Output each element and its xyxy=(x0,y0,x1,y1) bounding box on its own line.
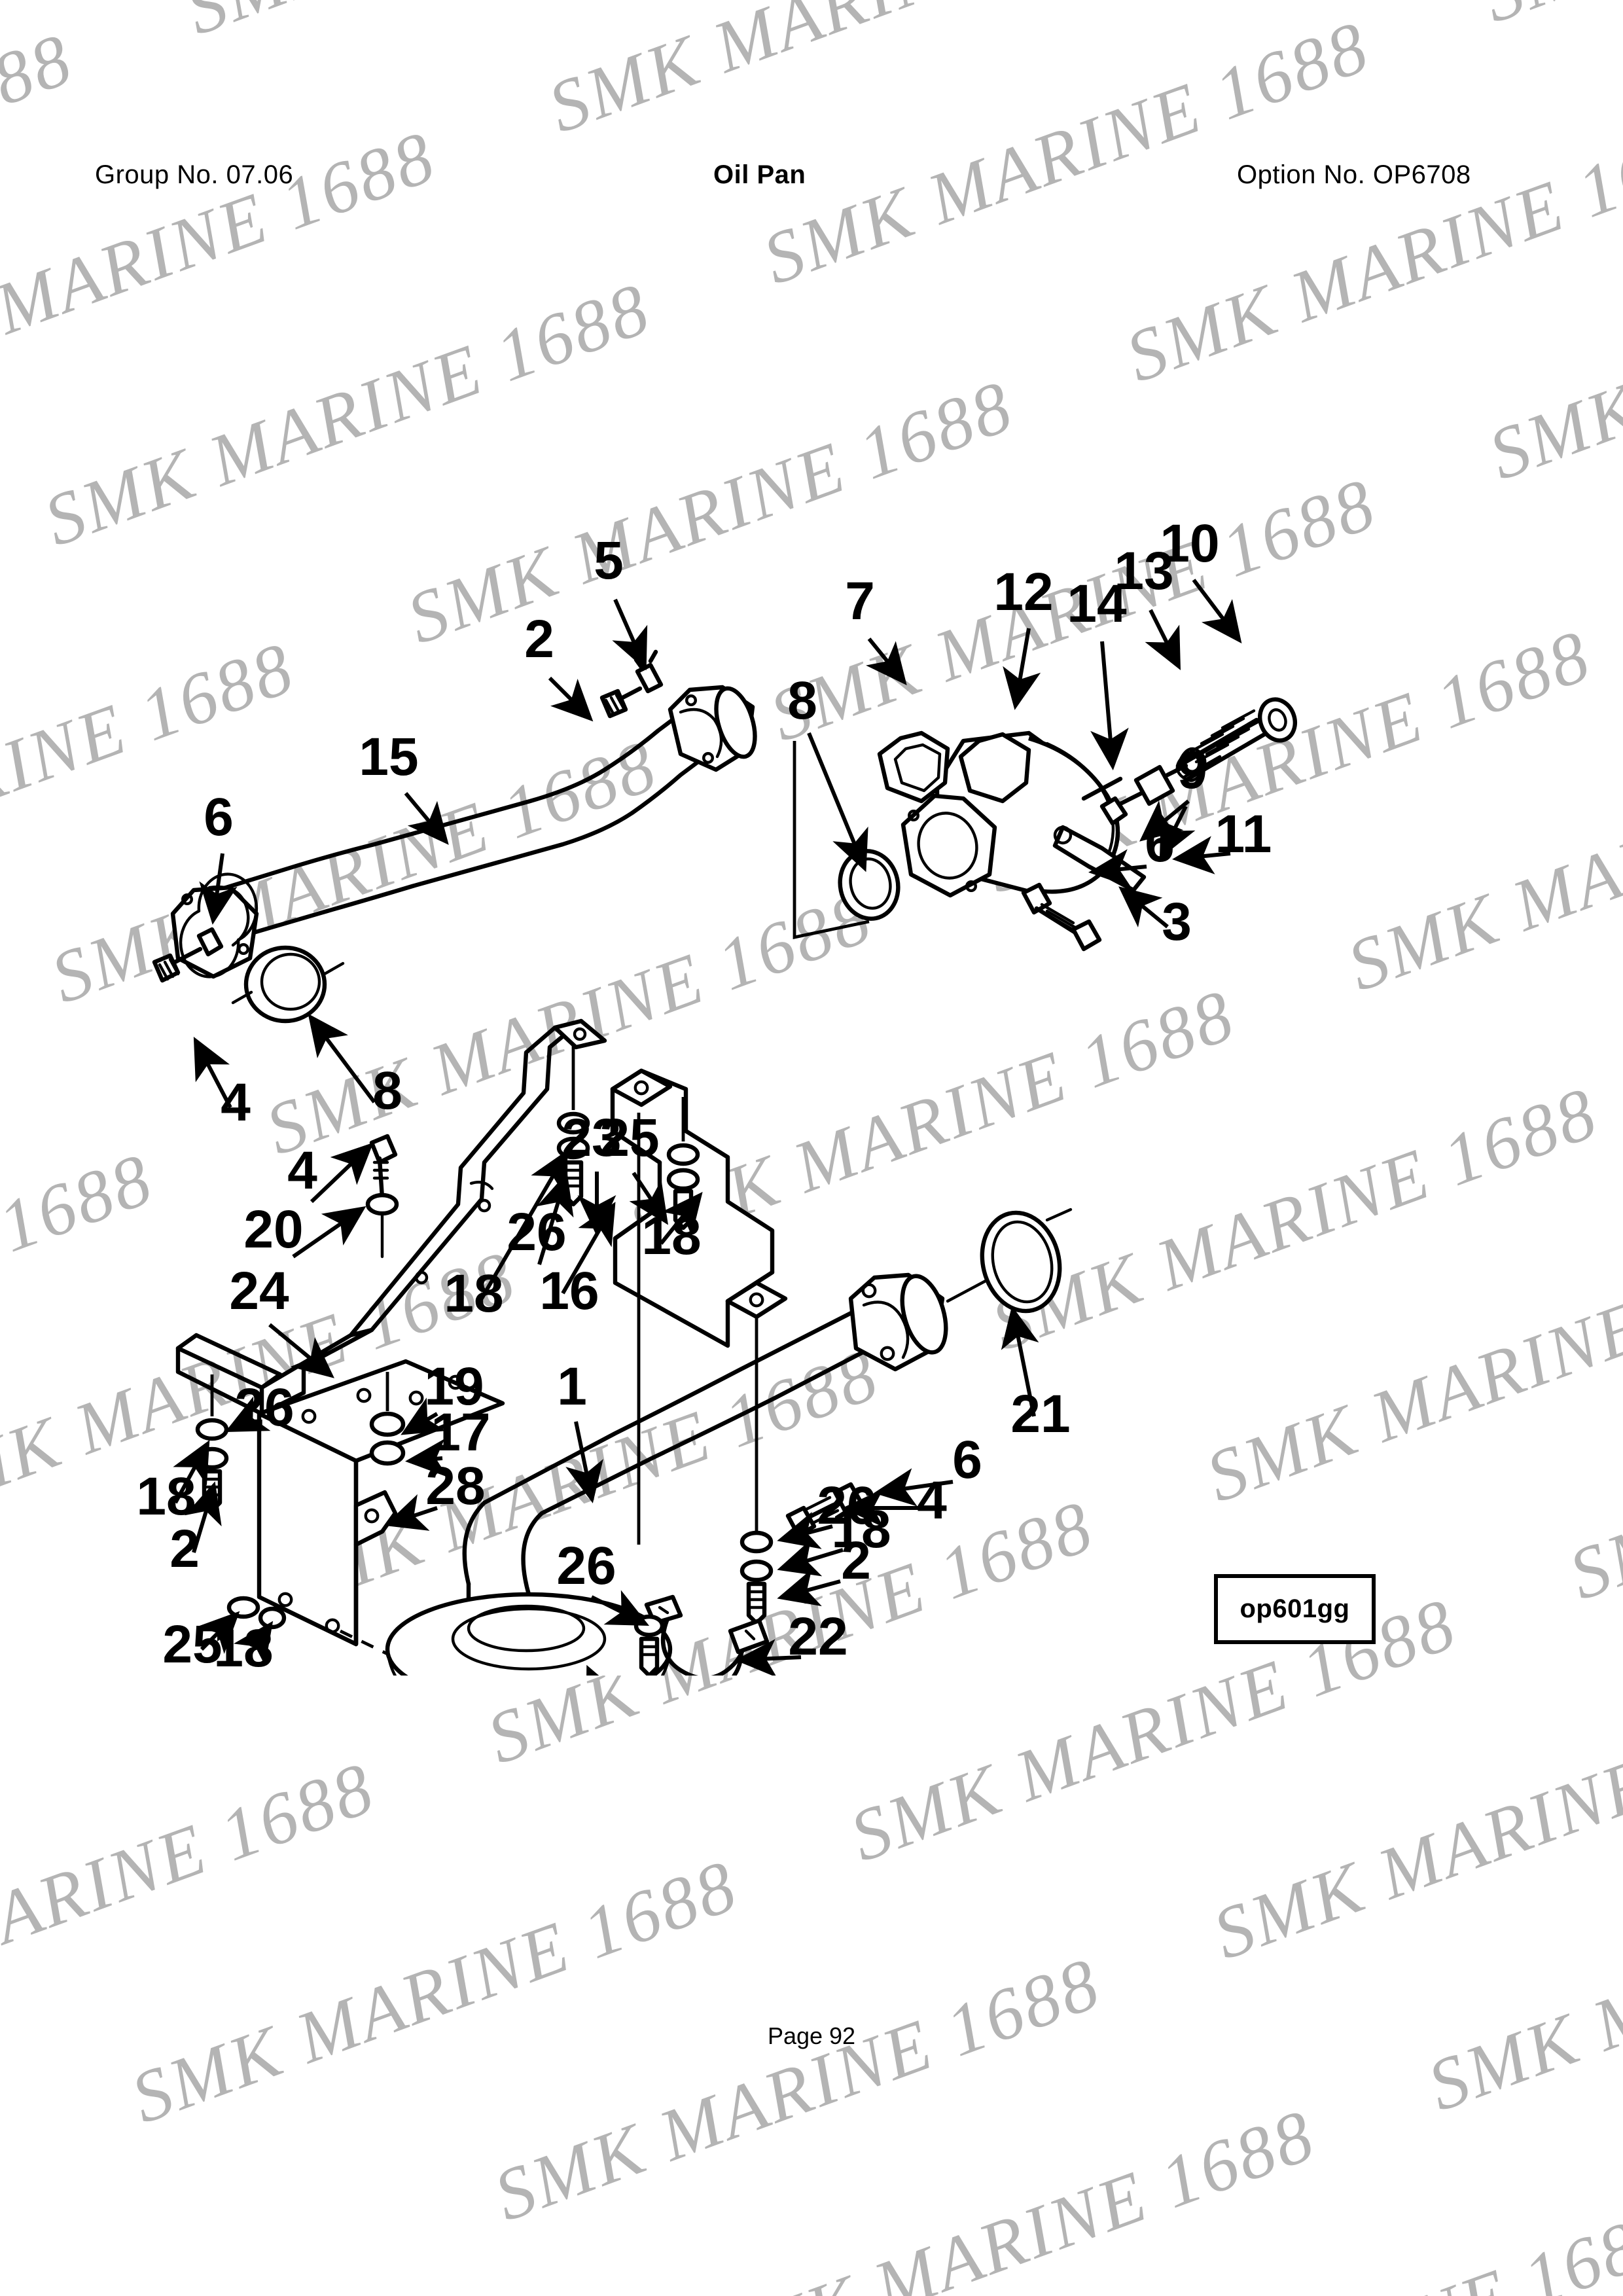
callout-number: 24 xyxy=(229,1261,289,1321)
callout-number: 22 xyxy=(788,1607,847,1666)
callout-number: 9 xyxy=(1177,740,1207,800)
callout-number: 25 xyxy=(162,1615,222,1674)
page-header: Group No. 07.06 Oil Pan Option No. OP670… xyxy=(0,160,1623,206)
callout-number: 26 xyxy=(556,1536,616,1596)
part-gasket-pump-top xyxy=(877,730,950,804)
callout-number: 10 xyxy=(1160,514,1219,573)
drawing-code-box: op601gg xyxy=(1214,1574,1376,1644)
leader-gasket-8b xyxy=(793,741,870,939)
callout-leaders xyxy=(173,579,1242,1676)
watermark-row: SMK MARINE 1688 SMK MARINE 1688 SMK MARI… xyxy=(105,2043,1623,2296)
callout-number: 26 xyxy=(817,1476,876,1535)
watermark-text: SMK MARINE 1688 xyxy=(0,2293,630,2296)
part-bolt-upper-left xyxy=(152,927,224,983)
group-number-label: Group No. 07.06 xyxy=(95,160,294,189)
exploded-parts-diagram: 2515648712141310896113420242618162325182… xyxy=(136,514,1297,1676)
part-bolt-pump xyxy=(1021,882,1102,952)
watermark-text: SMK MARINE 1688 xyxy=(1402,2226,1623,2296)
page-title: Oil Pan xyxy=(713,160,806,189)
callout-number: 4 xyxy=(221,1073,251,1132)
option-number-label: Option No. OP6708 xyxy=(1237,160,1471,189)
callout-number: 8 xyxy=(787,671,817,730)
callout-number: 6 xyxy=(952,1430,982,1490)
watermark-text: SMK MARINE 1688 xyxy=(698,2094,1326,2296)
callout-number: 5 xyxy=(594,531,624,590)
callout-number: 6 xyxy=(1145,814,1175,873)
callout-number: 16 xyxy=(539,1261,599,1321)
callout-number: 18 xyxy=(136,1467,196,1526)
callout-number: 26 xyxy=(234,1378,294,1437)
watermark-row: SMK MARINE 1688 SMK MARINE 1688 SMK MARI… xyxy=(0,1638,1623,2296)
callout-number: 26 xyxy=(507,1202,566,1262)
watermark-text: SMK MARINE 1688 xyxy=(1116,103,1623,399)
part-washer-stack-20 xyxy=(365,1134,399,1259)
watermark-text: SMK MARINE 1688 xyxy=(484,1942,1111,2237)
part-oil-suction-pipe-upper xyxy=(170,685,757,979)
part-oil-pan-sump xyxy=(385,1592,673,1676)
part-oil-suction-pipe-lower xyxy=(462,1208,1073,1676)
watermark-text: SMK MARINE 1688 xyxy=(121,1844,749,2140)
callout-number: 2 xyxy=(841,1531,871,1590)
callout-number: 25 xyxy=(599,1108,659,1168)
part-gasket-left xyxy=(231,945,345,1024)
callout-number: 28 xyxy=(425,1456,485,1516)
callout-number: 23 xyxy=(562,1108,621,1168)
page-number-label: Page 92 xyxy=(767,2022,856,2049)
part-hardware-19-17 xyxy=(369,1372,406,1466)
callout-number: 15 xyxy=(359,727,418,787)
part-gasket-pump-bottom xyxy=(838,849,901,921)
callout-number: 2 xyxy=(524,609,554,669)
watermark-text: SMK MARINE 1688 xyxy=(0,0,463,16)
callout-number: 19 xyxy=(424,1357,484,1416)
part-mounting-plate xyxy=(257,1359,615,1676)
watermark-text: SMK MARINE 1688 xyxy=(1418,1833,1623,2127)
callout-number: 4 xyxy=(917,1471,947,1530)
watermark-text: SMK MARINE 1688 xyxy=(0,115,447,410)
callout-number: 1 xyxy=(557,1357,587,1416)
callout-number: 18 xyxy=(444,1264,503,1323)
watermark-text: SMK MARINE 1688 xyxy=(1203,1681,1623,1975)
watermark-text: SMK MARINE 1688 xyxy=(152,0,826,114)
callout-number: 7 xyxy=(845,571,875,631)
callout-number: 12 xyxy=(993,562,1053,622)
callout-number: 2 xyxy=(169,1519,200,1579)
callout-number: 18 xyxy=(641,1206,701,1266)
callout-number: 18 xyxy=(831,1499,891,1559)
page-footer: Page 92 xyxy=(0,2022,1623,2050)
callout-number: 18 xyxy=(213,1619,273,1676)
callout-number: 20 xyxy=(243,1200,303,1259)
drawing-code-label: op601gg xyxy=(1240,1594,1350,1623)
callout-number: 17 xyxy=(431,1403,490,1462)
watermark-text: SMK MARINE 1688 xyxy=(1039,2128,1623,2296)
part-screw-top xyxy=(599,649,664,719)
watermark-row: SMK MARINE 1688 SMK MARINE 1688 SMK MARI… xyxy=(0,0,1543,278)
watermark-row: SMK MARINE 1688 SMK MARINE 1688 SMK MARI… xyxy=(31,1840,1623,2296)
callout-number: 3 xyxy=(1162,892,1192,952)
callout-number: 21 xyxy=(1010,1384,1070,1444)
callout-number: 13 xyxy=(1114,541,1173,601)
callout-number: 11 xyxy=(1215,804,1272,864)
part-relief-valve-assembly xyxy=(1099,697,1297,826)
callout-number: 8 xyxy=(372,1061,402,1121)
callout-number: 14 xyxy=(1067,574,1127,634)
part-hardware-stack-right-pan xyxy=(740,1530,774,1626)
callout-number: 4 xyxy=(287,1141,317,1200)
callout-number: 6 xyxy=(204,787,234,847)
watermark-row: SMK MARINE 1688 SMK MARINE 1688 SMK MARI… xyxy=(0,0,1616,481)
watermark-text: SMK MARINE 1688 xyxy=(1449,0,1623,102)
part-dipstick-support-bracket xyxy=(175,1018,607,1416)
